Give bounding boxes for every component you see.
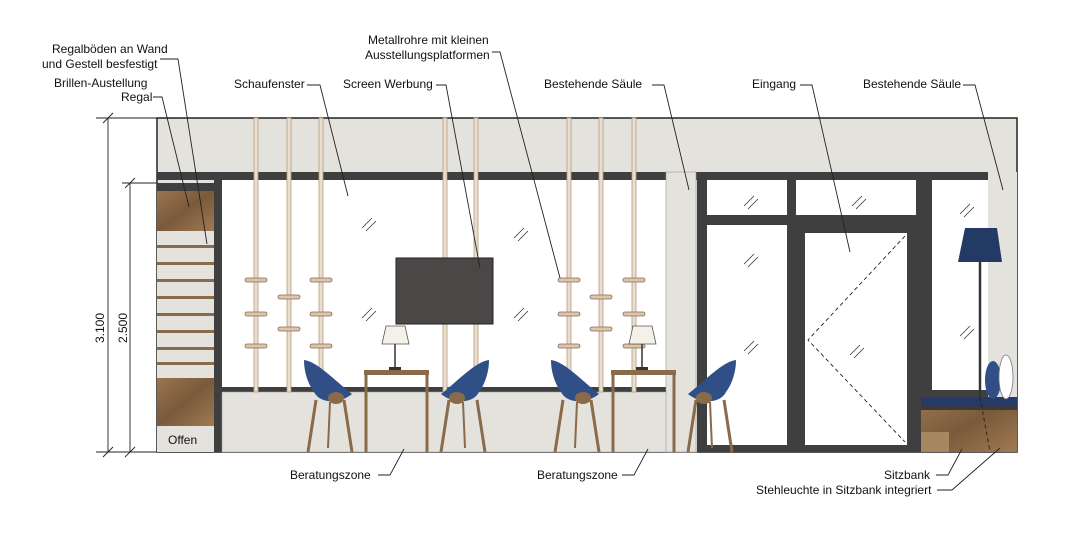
pipe-platform xyxy=(309,311,333,317)
glass-mark xyxy=(361,217,373,229)
window-frame-left xyxy=(214,180,222,452)
glass-mark xyxy=(361,307,373,319)
shelf-board xyxy=(157,262,214,265)
pipe-platform xyxy=(557,343,581,349)
shelf-board xyxy=(157,362,214,365)
glass-mark xyxy=(963,328,975,340)
glass-mark xyxy=(851,195,863,207)
pipe-platform xyxy=(622,277,646,283)
label-offen: Offen xyxy=(168,433,197,447)
glass-mark xyxy=(747,343,759,355)
table-right xyxy=(611,370,676,452)
glass-mark xyxy=(959,203,971,215)
table-left xyxy=(364,370,429,452)
glass-mark xyxy=(517,310,529,322)
label-metall-line1: Metallrohre mit kleinen xyxy=(368,33,489,47)
glass-mark xyxy=(747,256,759,268)
bench xyxy=(921,354,1017,452)
label-eingang: Eingang xyxy=(752,77,796,91)
shelf-board xyxy=(157,347,214,350)
chair-2 xyxy=(439,360,489,453)
glass-mark xyxy=(365,310,377,322)
glass-hatch-marks xyxy=(361,195,975,359)
glass-mark xyxy=(959,325,971,337)
label-saeule-left: Bestehende Säule xyxy=(544,77,642,91)
dim-total-height: 3.100 xyxy=(93,313,107,343)
dimension-lines: 3.100 2.500 xyxy=(93,112,157,458)
label-regal-line2: und Gestell besfestigt xyxy=(42,57,158,71)
metal-pipe xyxy=(631,117,637,393)
table-lamp-right xyxy=(628,325,657,370)
chair-4 xyxy=(686,360,736,453)
label-stehleuchte: Stehleuchte in Sitzbank integriert xyxy=(756,483,932,497)
table-lamp-left xyxy=(381,325,410,370)
bench-cushion-blue xyxy=(985,361,1001,399)
label-screen: Screen Werbung xyxy=(343,77,433,91)
chair-1 xyxy=(304,360,354,453)
metal-pipe xyxy=(318,117,324,393)
shelf-board xyxy=(157,296,214,299)
pipe-platform xyxy=(244,311,268,317)
shelf-board xyxy=(157,245,214,248)
floor-lamp xyxy=(958,228,1002,453)
pipe-platform xyxy=(557,277,581,283)
dim-shelf-height: 2.500 xyxy=(116,313,130,343)
pipe-platform xyxy=(244,343,268,349)
label-brillen-line1: Brillen-Austellung xyxy=(54,76,147,90)
glass-mark xyxy=(517,230,529,242)
pipe-platform xyxy=(589,294,613,300)
pipe-platform xyxy=(244,277,268,283)
existing-column-left xyxy=(665,171,697,453)
glass-mark xyxy=(513,227,525,239)
metal-pipe xyxy=(598,117,604,393)
label-regal-line1: Regalböden an Wand xyxy=(52,42,168,56)
pipe-platform xyxy=(277,294,301,300)
right-window xyxy=(925,172,1017,397)
label-metall-line2: Ausstellungsplatformen xyxy=(365,48,490,62)
pipe-platform xyxy=(309,343,333,349)
glass-mark xyxy=(855,198,867,210)
metal-pipe xyxy=(442,117,448,393)
metal-pipe xyxy=(286,117,292,393)
pipe-platform xyxy=(622,311,646,317)
glass-mark xyxy=(853,347,865,359)
glass-mark xyxy=(365,220,377,232)
label-brillen-line2: Regal xyxy=(121,90,152,104)
header-beam xyxy=(157,172,697,180)
glass-mark xyxy=(743,253,755,265)
label-saeule-right: Bestehende Säule xyxy=(863,77,961,91)
leader-lines xyxy=(153,51,1004,491)
shelf-board xyxy=(157,330,214,333)
glass-mark xyxy=(747,198,759,210)
label-schaufenster: Schaufenster xyxy=(234,77,305,91)
label-beratung-right: Beratungszone xyxy=(537,468,618,482)
shelf-board xyxy=(157,279,214,282)
shelf-unit: Offen xyxy=(157,183,214,452)
glass-mark xyxy=(743,340,755,352)
label-sitzbank: Sitzbank xyxy=(884,468,931,482)
pipe-platform xyxy=(557,311,581,317)
shelf-board xyxy=(157,313,214,316)
chair-3 xyxy=(551,360,601,453)
advertising-screen xyxy=(395,257,494,325)
labels: Regalböden an Wand und Gestell besfestig… xyxy=(42,33,961,497)
glass-mark xyxy=(513,307,525,319)
metal-pipe xyxy=(253,117,259,393)
pipe-platform xyxy=(309,277,333,283)
metal-pipe xyxy=(566,117,572,393)
glass-mark xyxy=(849,344,861,356)
label-beratung-left: Beratungszone xyxy=(290,468,371,482)
glass-mark xyxy=(743,195,755,207)
bench-cushion-white xyxy=(998,354,1014,400)
pipe-platform xyxy=(277,326,301,332)
shelf-boards xyxy=(157,245,214,365)
entrance-frame xyxy=(697,172,925,452)
glass-mark xyxy=(963,206,975,218)
pipe-platform xyxy=(589,326,613,332)
